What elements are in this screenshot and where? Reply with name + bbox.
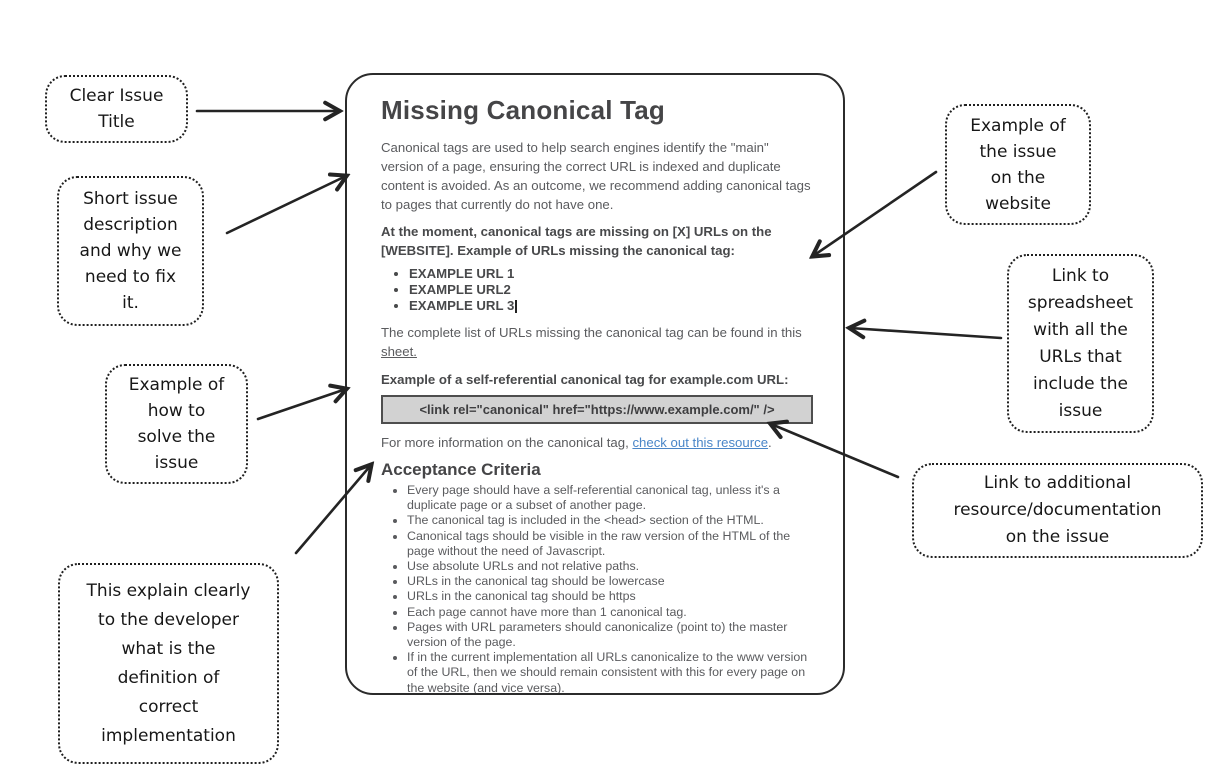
acceptance-criteria-item: Canonical tags should be visible in the … — [407, 529, 813, 559]
example-url-item: EXAMPLE URL 3 — [409, 298, 813, 314]
arrow-link-to-spreadsheet — [850, 328, 1003, 340]
annotation-text: Short issue description and why we need … — [79, 189, 182, 313]
acceptance-criteria-heading: Acceptance Criteria — [381, 460, 541, 479]
annotation-text: Clear Issue Title — [69, 86, 164, 132]
annotation-link-to-resource: Link to additional resource/documentatio… — [912, 463, 1203, 558]
annotation-text: Example of the issue on the website — [970, 115, 1066, 214]
acceptance-criteria-item: If in the current implementation all URL… — [407, 650, 813, 693]
annotation-clear-issue-title: Clear Issue Title — [45, 75, 188, 143]
example-url-list: EXAMPLE URL 1 EXAMPLE URL2 EXAMPLE URL 3 — [381, 266, 813, 314]
missing-urls-summary: At the moment, canonical tags are missin… — [381, 224, 772, 258]
resource-link[interactable]: check out this resource — [632, 435, 769, 450]
example-url-item: EXAMPLE URL2 — [409, 282, 813, 298]
annotation-example-how-to-solve: Example of how to solve the issue — [105, 364, 248, 484]
acceptance-criteria-item: Use absolute URLs and not relative paths… — [407, 559, 813, 574]
example-url-item: EXAMPLE URL 1 — [409, 266, 813, 282]
arrow-short-issue-description — [225, 176, 346, 235]
more-info-paragraph: For more information on the canonical ta… — [381, 435, 772, 450]
acceptance-criteria-list: Every page should have a self-referentia… — [381, 483, 813, 693]
annotation-text: Link to additional resource/documentatio… — [953, 473, 1162, 547]
issue-ticket-card: Missing Canonical Tag Canonical tags are… — [345, 73, 845, 695]
complete-list-paragraph: The complete list of URLs missing the ca… — [381, 325, 802, 359]
canonical-tag-code-snippet: <link rel="canonical" href="https://www.… — [381, 395, 813, 424]
annotation-example-of-issue: Example of the issue on the website — [945, 104, 1091, 225]
acceptance-criteria-item: Pages with URL parameters should canonic… — [407, 620, 813, 650]
issue-description: Canonical tags are used to help search e… — [381, 140, 811, 212]
acceptance-criteria-item: The canonical tag is included in the <he… — [407, 513, 813, 528]
acceptance-criteria-item: URLs in the canonical tag should be http… — [407, 589, 813, 604]
code-example-intro: Example of a self-referential canonical … — [381, 372, 789, 387]
annotation-short-issue-description: Short issue description and why we need … — [57, 176, 204, 326]
acceptance-criteria-item: Every page should have a self-referentia… — [407, 483, 813, 513]
annotation-text: Example of how to solve the issue — [128, 375, 225, 473]
text-cursor — [515, 300, 517, 313]
issue-title: Missing Canonical Tag — [381, 95, 665, 125]
annotation-text: This explain clearly to the developer wh… — [86, 580, 251, 746]
acceptance-criteria-item: Each page cannot have more than 1 canoni… — [407, 605, 813, 620]
annotation-definition-of-correct-implementation: This explain clearly to the developer wh… — [58, 563, 279, 764]
arrow-example-how-to-solve — [256, 389, 346, 421]
annotation-text: Link to spreadsheet with all the URLs th… — [1027, 265, 1134, 421]
acceptance-criteria-item: URLs in the canonical tag should be lowe… — [407, 574, 813, 589]
annotation-link-to-spreadsheet: Link to spreadsheet with all the URLs th… — [1007, 254, 1154, 433]
sheet-link[interactable]: sheet. — [381, 344, 417, 359]
